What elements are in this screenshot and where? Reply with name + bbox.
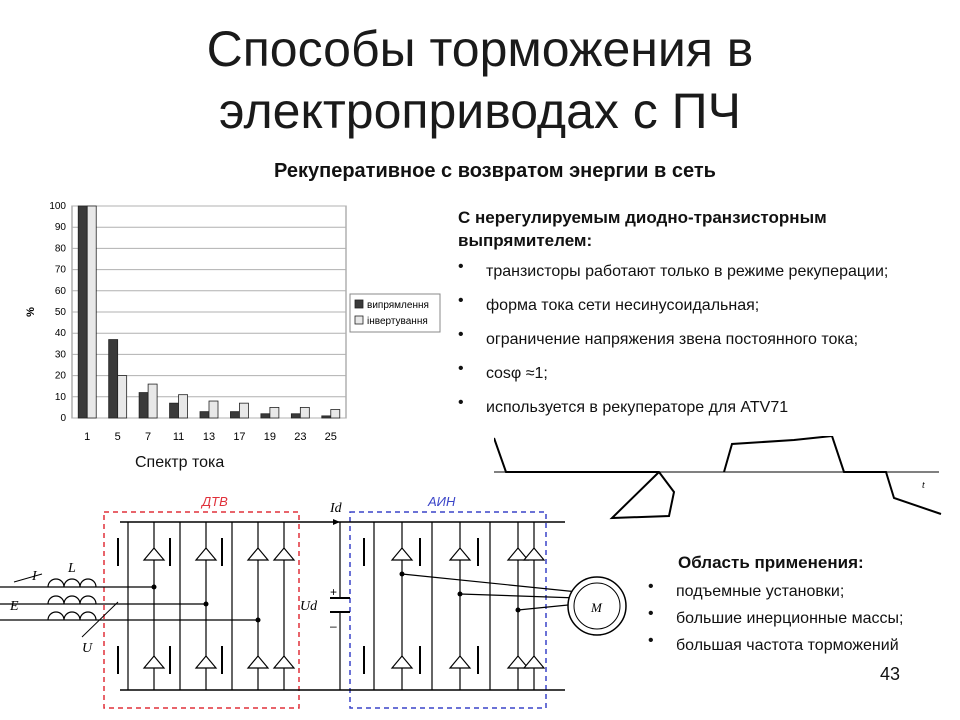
rectifier-bullets: •транзисторы работают только в режиме ре… [458,258,938,432]
list-item: •cosφ ≈1; [458,360,548,382]
y-tick-label: 0 [60,413,66,424]
list-item: •транзисторы работают только в режиме ре… [458,258,889,280]
bar [269,406,280,419]
y-tick-label: 90 [55,222,67,233]
application-heading: Область применения: [678,553,864,572]
title-line-1: Способы торможения в [206,21,754,77]
x-tick-label: 5 [115,431,121,443]
x-tick-label: 25 [325,431,337,443]
list-item: •большие инерционные массы; [648,605,904,627]
x-tick-label: 13 [203,431,215,443]
legend-swatch [354,299,364,309]
motor-label: M [590,600,603,615]
bar [117,375,128,419]
title-line-2: электроприводах с ПЧ [219,83,741,139]
rectifier-heading-line-2: выпрямителем: [458,231,593,250]
list-item: •подъемные установки; [648,578,845,600]
bar [299,406,310,419]
bar [321,415,332,419]
x-tick-label: 7 [145,431,151,443]
bar [77,205,88,419]
bar [330,409,341,419]
grid-label-u: U [82,641,93,656]
list-item: •форма тока сети несинусоидальная; [458,292,760,314]
legend-swatch [354,315,364,325]
subtitle: Рекуперативное с возвратом энергии в сет… [274,160,716,182]
minus-label: – [330,619,337,633]
bar [239,402,249,419]
bar [290,413,301,419]
harmonics-chart: 0 10 20 30 40 50 60 70 80 90 100% 1 5 7 11 13 17 19 23 25 ви… [25,201,441,443]
bar [169,402,179,419]
rectifier-heading-line-1: С нерегулируемым диодно-транзисторным [458,208,827,227]
rectifier-heading: С нерегулируемым диодно-транзисторным вы… [458,206,938,252]
x-tick-label: 23 [294,431,306,443]
legend-label: інвертування [367,316,428,327]
bar [178,394,188,419]
x-tick-label: 11 [173,431,184,443]
bar [230,411,240,419]
grid-label-i: I [31,569,38,584]
grid-label-e: E [9,599,19,614]
chart-caption: Спектр тока [135,454,225,471]
y-tick-label: 100 [49,201,66,212]
y-tick-label: 70 [55,265,67,276]
ain-label: АИН [427,494,456,509]
x-tick-label: 19 [264,431,276,443]
bar [138,392,149,419]
list-item: •большая частота торможений [648,632,899,654]
y-tick-label: 30 [55,349,67,360]
bar [147,383,158,419]
current-id-label: Id [329,501,343,516]
bar [108,339,119,419]
x-tick-label: 1 [84,431,90,443]
circuit-diagram: ДТВ АИН Id Ud + – M I L E U [0,494,627,709]
page-number: 43 [880,664,901,684]
list-item: •ограничение напряжения звена постоянног… [458,326,859,348]
legend [349,293,441,333]
x-tick-label: 17 [233,431,245,443]
dtv-label: ДТВ [200,494,228,509]
page-title: Способы торможения в электроприводах с П… [0,18,960,142]
bar [199,411,210,419]
grid-label-l: L [67,561,76,576]
y-tick-label: 40 [55,328,67,339]
y-tick-label: 80 [55,243,67,254]
application-bullets: •подъемные установки; •большие инерционн… [648,578,908,663]
list-item: •используется в рекуператоре для ATV71 [458,394,789,416]
y-tick-label: 20 [55,371,67,382]
bar [86,205,97,419]
plus-label: + [330,585,337,599]
legend-label: випрямлення [367,300,429,311]
y-axis-label: % [25,307,37,317]
bar [260,413,271,419]
y-tick-label: 50 [55,307,67,318]
bar [208,400,219,419]
current-waveform: t [494,436,942,520]
waveform-axis-label: t [922,480,925,491]
y-tick-label: 10 [55,392,67,403]
voltage-ud-label: Ud [300,599,318,614]
y-tick-label: 60 [55,286,67,297]
